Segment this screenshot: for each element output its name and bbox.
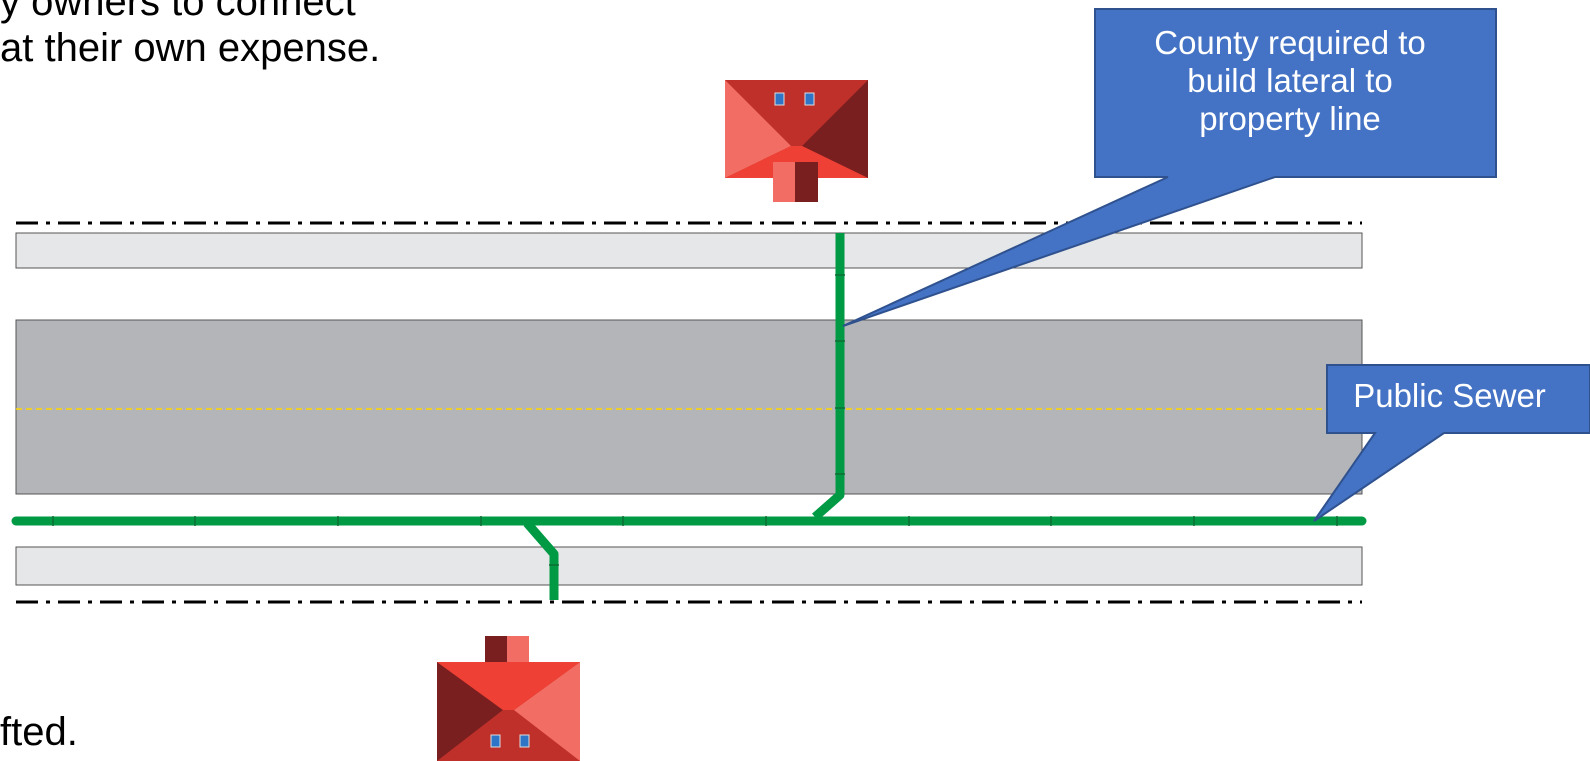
callout-county-lateral [842,8,1497,327]
house-icon [725,80,868,202]
callout-public-sewer [1313,364,1590,522]
callout-line: property line [1199,100,1381,137]
callout-county-text: County required to build lateral to prop… [1082,24,1498,138]
road [15,319,1363,495]
public-sewer-main [11,516,1367,526]
north-sidewalk [15,232,1363,269]
callout-line: build lateral to [1187,62,1393,99]
north-lateral-pipe [812,233,845,521]
slide-text-line: fted. [0,710,78,754]
slide-text-line: y owners to connect [0,0,356,24]
slide-text-line: at their own expense. [0,26,381,70]
south-sidewalk [15,546,1363,586]
callout-line: County required to [1154,24,1426,61]
callout-public-sewer-text: Public Sewer [1353,377,1546,414]
south-lateral-pipe [523,520,559,600]
house-icon [437,636,580,761]
